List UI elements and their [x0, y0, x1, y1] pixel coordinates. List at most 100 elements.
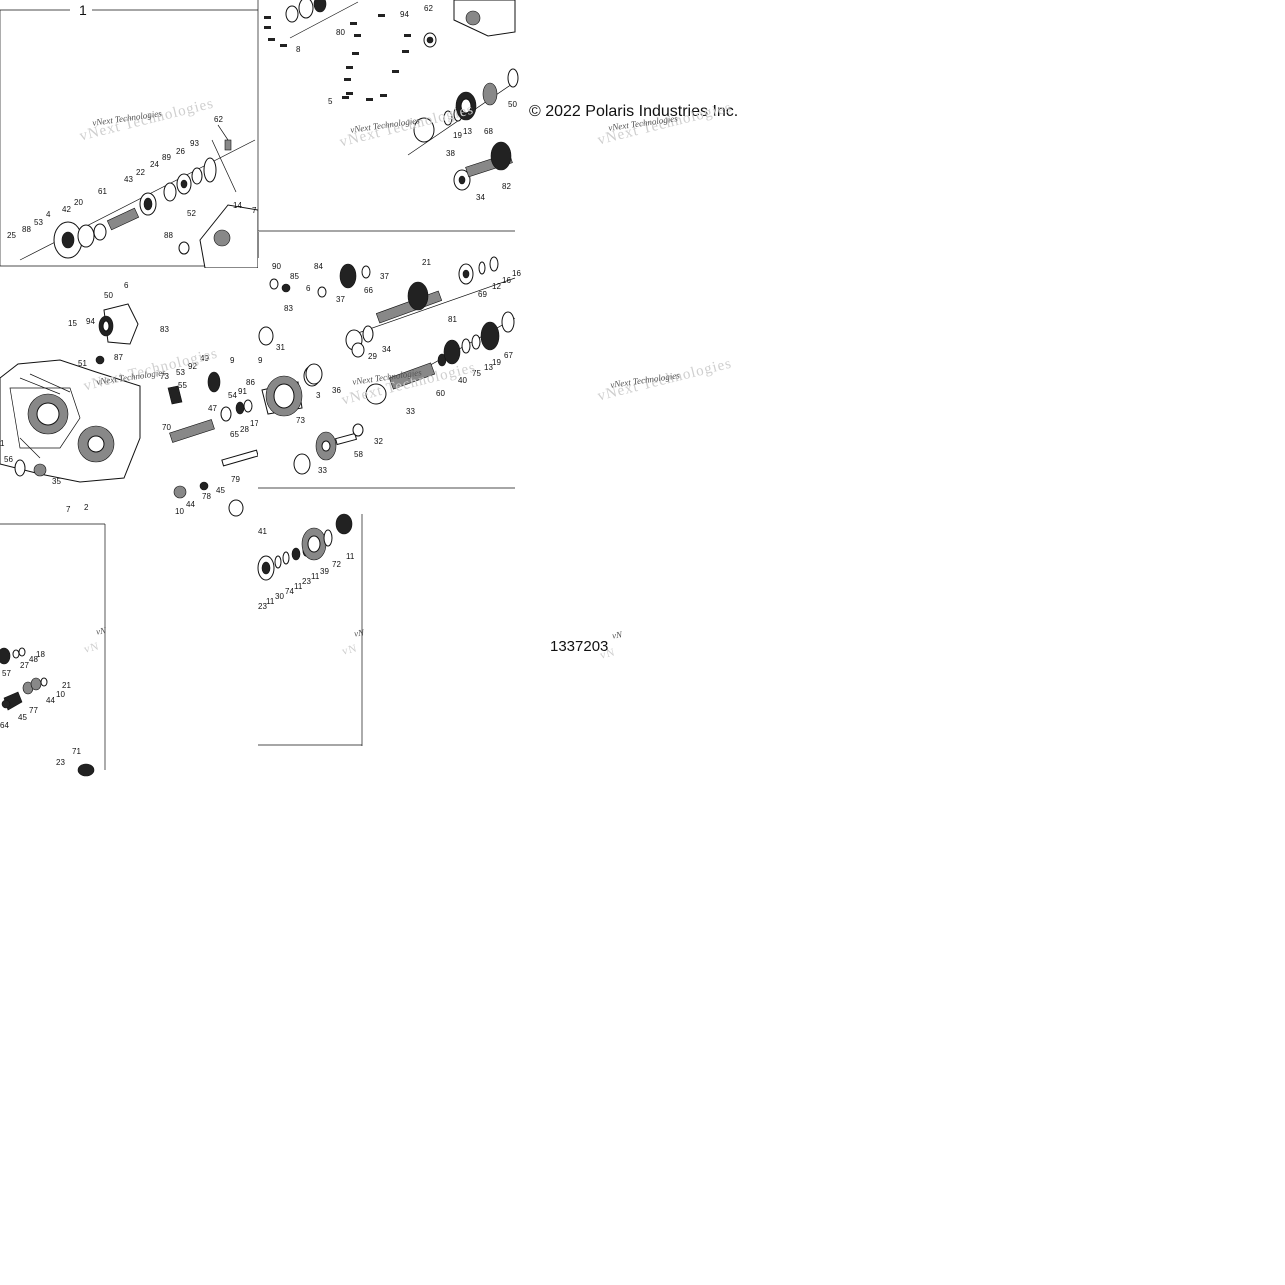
callout: 55 — [178, 381, 187, 390]
callout: 13 — [484, 363, 493, 372]
callout: 35 — [52, 477, 61, 486]
tile-a-callouts: 62 93 26 89 24 22 43 61 20 42 4 53 88 25… — [7, 115, 257, 240]
callout: 3 — [316, 391, 321, 400]
callout: 93 — [190, 139, 199, 148]
callout: 13 — [463, 127, 472, 136]
callout: 12 — [492, 282, 501, 291]
callout: 7 — [252, 206, 257, 215]
tile-f-callouts: 41 11 72 39 11 23 11 74 30 11 23 — [258, 527, 355, 611]
callout: 85 — [290, 272, 299, 281]
callout: 78 — [202, 492, 211, 501]
callout: 31 — [276, 343, 285, 352]
item-number-label: 1 — [76, 2, 90, 18]
callout: 83 — [284, 304, 293, 313]
callout: 61 — [98, 187, 107, 196]
callout: 5 — [328, 97, 333, 106]
callout: 6 — [124, 281, 129, 290]
callout: 54 — [228, 391, 237, 400]
callout: 94 — [86, 317, 95, 326]
callout: 81 — [448, 315, 457, 324]
callout: 38 — [446, 149, 455, 158]
tile-d-callouts: 90 85 84 37 66 37 21 16 69 12 16 6 83 81… — [258, 258, 521, 475]
figure-number: 1337203 — [550, 638, 609, 655]
callout: 91 — [238, 387, 247, 396]
tile-f-drawing: 41 11 72 39 11 23 11 74 30 11 23 — [257, 513, 363, 746]
callout: 79 — [231, 475, 240, 484]
callout: 28 — [240, 425, 249, 434]
callout: 17 — [250, 419, 259, 428]
tile-b-drawing: 80 94 62 8 5 50 13 19 68 38 82 34 — [257, 0, 519, 232]
tile-c-callouts: 6 50 15 94 83 51 87 73 53 92 49 9 55 47 … — [0, 281, 259, 516]
callout: 86 — [246, 378, 255, 387]
callout: 23 — [302, 577, 311, 586]
callout: 23 — [258, 602, 267, 611]
watermark-short: vN — [611, 629, 623, 641]
callout: 62 — [424, 4, 433, 13]
callout: 7 — [66, 505, 71, 514]
diagram-tile-a: 62 93 26 89 24 22 43 61 20 42 4 53 88 25… — [0, 0, 259, 269]
callout: 16 — [502, 276, 511, 285]
callout: 19 — [453, 131, 462, 140]
callout: 70 — [162, 423, 171, 432]
callout: 6 — [306, 284, 311, 293]
callout: 51 — [78, 359, 87, 368]
callout: 44 — [186, 500, 195, 509]
callout: 60 — [436, 389, 445, 398]
callout: 94 — [400, 10, 409, 19]
callout: 24 — [150, 160, 159, 169]
callout: 87 — [114, 353, 123, 362]
callout: 77 — [29, 706, 38, 715]
callout: 45 — [216, 486, 225, 495]
callout: 1 — [0, 439, 5, 448]
callout: 92 — [188, 362, 197, 371]
callout: 44 — [46, 696, 55, 705]
callout: 23 — [56, 758, 65, 767]
callout: 84 — [314, 262, 323, 271]
callout: 18 — [36, 650, 45, 659]
callout: 32 — [374, 437, 383, 446]
diagram-tile-c: 6 50 15 94 83 51 87 73 53 92 49 9 55 47 … — [0, 268, 259, 524]
callout: 9 — [258, 356, 263, 365]
diagram-tile-d: 90 85 84 37 66 37 21 16 69 12 16 6 83 81… — [258, 256, 521, 489]
callout: 14 — [233, 201, 242, 210]
callout: 37 — [380, 272, 389, 281]
callout: 19 — [492, 358, 501, 367]
tile-e-callouts: 18 48 27 57 21 10 44 77 45 64 71 23 — [0, 650, 81, 767]
callout: 62 — [214, 115, 223, 124]
callout: 50 — [104, 291, 113, 300]
callout: 11 — [294, 582, 303, 591]
callout: 80 — [336, 28, 345, 37]
callout: 41 — [258, 527, 267, 536]
diagram-tile-f: 41 11 72 39 11 23 11 74 30 11 23 vN vN — [257, 513, 365, 747]
callout: 8 — [296, 45, 301, 54]
callout: 21 — [422, 258, 431, 267]
diagram-tile-e: 18 48 27 57 21 10 44 77 45 64 71 23 vN v… — [0, 523, 107, 777]
copyright-text: © 2022 Polaris Industries Inc. — [529, 103, 739, 120]
callout: 21 — [62, 681, 71, 690]
callout: 57 — [2, 669, 11, 678]
callout: 75 — [472, 369, 481, 378]
callout: 83 — [160, 325, 169, 334]
tile-a-drawing: 62 93 26 89 24 22 43 61 20 42 4 53 88 25… — [0, 9, 259, 269]
callout: 34 — [476, 193, 485, 202]
callout: 56 — [4, 455, 13, 464]
callout: 43 — [124, 175, 133, 184]
callout: 25 — [7, 231, 16, 240]
callout: 11 — [346, 552, 355, 561]
callout: 29 — [368, 352, 377, 361]
callout: 15 — [68, 319, 77, 328]
callout: 34 — [382, 345, 391, 354]
callout: 33 — [318, 466, 327, 475]
callout: 11 — [266, 597, 275, 606]
tile-d-drawing: 90 85 84 37 66 37 21 16 69 12 16 6 83 81… — [258, 256, 521, 489]
callout: 58 — [354, 450, 363, 459]
callout: 42 — [62, 205, 71, 214]
callout: 27 — [20, 661, 29, 670]
callout: 11 — [311, 572, 320, 581]
diagram-tile-b: 80 94 62 8 5 50 13 19 68 38 82 34 vNext … — [257, 0, 519, 232]
callout: 72 — [332, 560, 341, 569]
callout: 88 — [22, 225, 31, 234]
callout: 73 — [160, 372, 169, 381]
callout: 68 — [484, 127, 493, 136]
callout: 45 — [18, 713, 27, 722]
